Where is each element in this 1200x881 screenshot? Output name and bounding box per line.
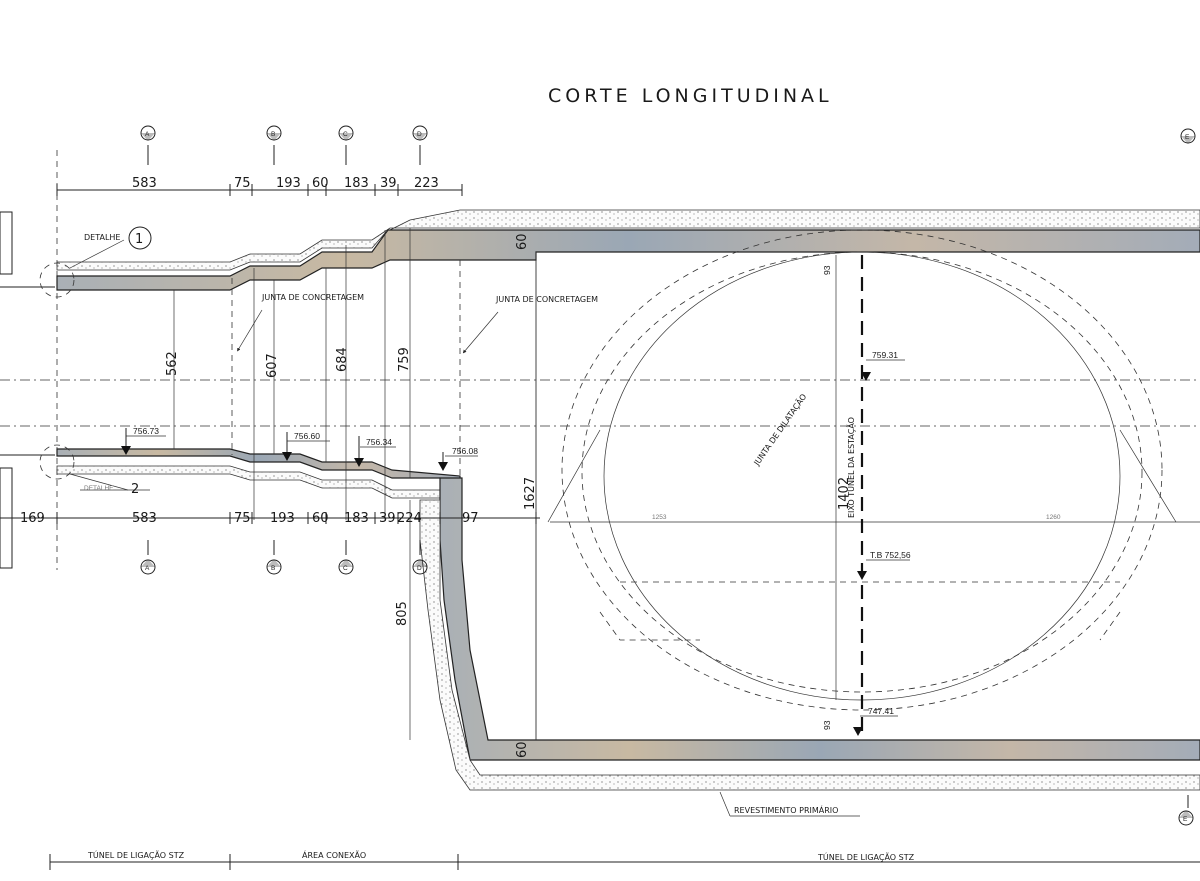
dim-top-193: 193	[276, 176, 301, 191]
dim-top-60: 60	[312, 176, 329, 191]
faint-dim-right: 1260	[1046, 514, 1061, 521]
elevation-756-73: 756.73	[133, 426, 159, 436]
zone-bar	[49, 854, 1200, 870]
zone-tunel-right: TÚNEL DE LIGAÇÃO STZ	[817, 851, 915, 862]
drawing-title: CORTE LONGITUDINAL	[548, 85, 833, 107]
elevation-tb-752-56: T.B 752,56	[870, 550, 911, 560]
section-marker-d-top: D	[412, 125, 428, 141]
dim-vertical-562: 562	[165, 351, 180, 376]
svg-text:B: B	[271, 131, 275, 138]
dim-top-183: 183	[344, 176, 369, 191]
detail-2-label: DETALHE	[84, 485, 114, 492]
elevation-759-31: 759.31	[872, 350, 898, 360]
svg-text:C: C	[343, 131, 348, 138]
dim-top-583: 583	[132, 176, 157, 191]
section-markers-top	[147, 145, 421, 555]
top-slab	[56, 209, 1200, 291]
dim-vertical-93-top: 93	[822, 265, 832, 275]
section-marker-a-top: A	[140, 125, 156, 141]
dim-vertical-93-bottom: 93	[822, 720, 832, 730]
svg-text:D: D	[417, 131, 422, 138]
revestimento-label: REVESTIMENTO PRIMÁRIO	[734, 804, 838, 815]
elevation-747-41: 747.41	[868, 706, 894, 716]
svg-text:A: A	[145, 565, 150, 572]
dim-bottom-75: 75	[234, 511, 251, 526]
svg-text:A: A	[145, 131, 150, 138]
dim-top-75: 75	[234, 176, 251, 191]
svg-text:C: C	[343, 565, 348, 572]
junta-concretagem-right: JUNTA DE CONCRETAGEM	[495, 295, 598, 304]
dim-vertical-1402: 1402	[837, 477, 852, 510]
dim-top-39: 39	[380, 176, 397, 191]
dim-vertical-607: 607	[265, 353, 280, 378]
elevation-756-08: 756.08	[452, 446, 478, 456]
detail-1-label: DETALHE	[84, 233, 120, 242]
elevation-756-34: 756.34	[366, 437, 392, 447]
station-tunnel-outline	[547, 229, 1200, 711]
section-marker-b-bottom: B	[266, 559, 282, 575]
section-marker-a-bottom: A	[140, 559, 156, 575]
section-marker-d-bottom: D	[412, 559, 428, 575]
dim-vertical-759: 759	[397, 347, 412, 372]
junta-concretagem-left: JUNTA DE CONCRETAGEM	[261, 293, 364, 302]
eixo-tunel-label: EIXO TÚNEL DA ESTAÇÃO	[845, 417, 856, 518]
svg-text:E: E	[1183, 816, 1188, 823]
section-marker-c-bottom: C	[338, 559, 354, 575]
section-marker-b-top: B	[266, 125, 282, 141]
elevation-756-60: 756.60	[294, 431, 320, 441]
dim-bottom-224: 224	[397, 511, 422, 526]
detail-1-number: 1	[135, 232, 143, 247]
dim-bottom-183: 183	[344, 511, 369, 526]
dim-bottom-193: 193	[270, 511, 295, 526]
top-dimension-chain	[56, 184, 463, 196]
zone-tunel-left: TÚNEL DE LIGAÇÃO STZ	[87, 849, 185, 860]
dim-bottom-169: 169	[20, 511, 45, 526]
section-marker-c-top: C	[338, 125, 354, 141]
dim-bottom-97: 97	[462, 511, 479, 526]
dim-top-223: 223	[414, 176, 439, 191]
dim-vertical-684: 684	[335, 347, 350, 372]
dim-bottom-39: 39	[379, 511, 396, 526]
dim-vertical-1627: 1627	[523, 477, 538, 510]
detail-callouts	[39, 226, 152, 491]
svg-text:E: E	[1185, 134, 1190, 141]
section-marker-e-bottom: E	[1178, 795, 1194, 826]
zone-area-conexao: ÁREA CONEXÃO	[302, 849, 366, 860]
detail-2-number: 2	[131, 482, 139, 497]
dim-vertical-60-top: 60	[515, 233, 530, 250]
bottom-slab	[56, 448, 461, 499]
section-marker-e-top: E	[1180, 128, 1196, 144]
svg-text:B: B	[271, 565, 275, 572]
dim-vertical-805: 805	[395, 601, 410, 626]
main-tunnel-structure	[419, 252, 1200, 791]
junta-dilatacao-label: JUNTA DE DILATAÇÃO	[751, 392, 809, 468]
faint-dim-left: 1253	[652, 514, 667, 521]
bottom-dimension-chain	[0, 512, 540, 524]
elevation-markers	[121, 359, 910, 736]
dim-bottom-60: 60	[312, 511, 329, 526]
svg-text:D: D	[417, 565, 422, 572]
left-end-walls	[0, 150, 58, 570]
dim-vertical-60-bottom: 60	[515, 741, 530, 758]
dim-bottom-583: 583	[132, 511, 157, 526]
vertical-dimension-lines	[173, 228, 537, 740]
